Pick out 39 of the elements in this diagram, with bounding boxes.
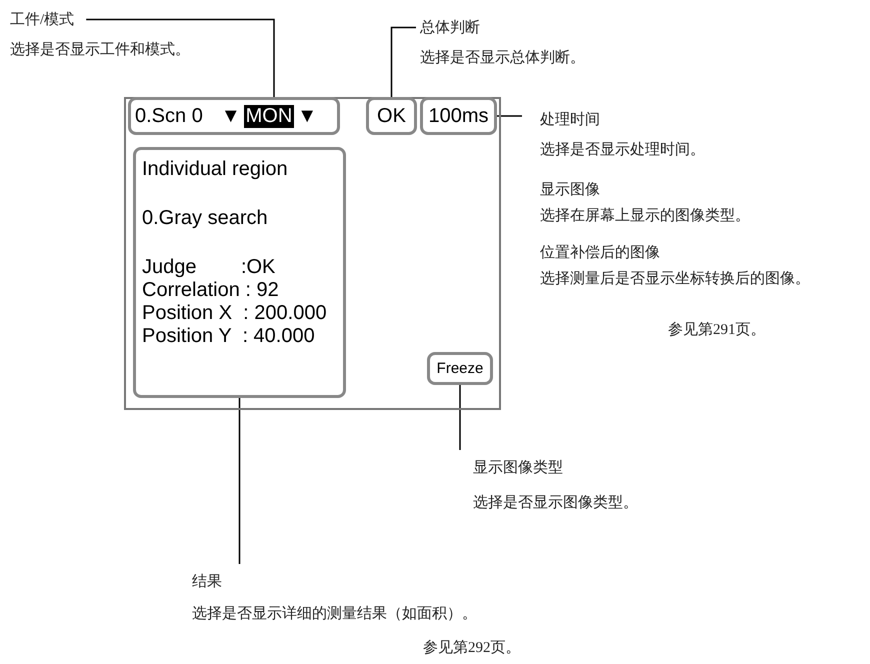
callout-title: 显示图像类型 xyxy=(473,458,563,477)
leader-line xyxy=(497,115,522,117)
freeze-button: Freeze xyxy=(427,352,493,385)
status-text: OK xyxy=(377,104,406,128)
label-heading: 参见第291页。 xyxy=(668,320,766,339)
scene-selector xyxy=(128,97,340,135)
callout-text: 选择是否显示工件和模式。 xyxy=(10,40,190,59)
note-text: 选择在屏幕上显示的图像类型。 xyxy=(540,206,750,225)
callout-title: 工件/模式 xyxy=(10,10,74,29)
status-field xyxy=(420,97,497,135)
callout-text: 选择是否显示处理时间。 xyxy=(540,140,705,159)
label-heading: 位置补偿后的图像 xyxy=(540,244,660,262)
screen-frame xyxy=(124,97,501,410)
status-text: 100ms xyxy=(428,104,489,128)
result-heading: Individual region xyxy=(142,158,289,181)
status-field xyxy=(366,97,417,135)
note-text: 选择测量后是否显示坐标转换后的图像。 xyxy=(540,270,810,288)
leader-line xyxy=(86,18,275,97)
leader-line xyxy=(459,385,461,450)
callout-title: 总体判断 xyxy=(420,18,480,37)
callout-text: 选择是否显示图像类型。 xyxy=(473,494,638,512)
label-heading: 参见第292页。 xyxy=(423,638,520,657)
leader-line xyxy=(390,26,416,97)
callout-title: 处理时间 xyxy=(540,110,600,129)
callout-title: 结果 xyxy=(192,572,222,591)
callout-text: 选择是否显示详细的测量结果（如面积）。 xyxy=(192,604,477,623)
result-line: Judge :OK xyxy=(142,256,276,279)
result-line: Position Y : 40.000 xyxy=(142,325,316,348)
result-line: Correlation : 92 xyxy=(142,279,280,302)
callout-text: 选择是否显示总体判断。 xyxy=(420,48,585,67)
scene-label: 0.Scn 0 xyxy=(135,104,203,128)
result-line: Position X : 200.000 xyxy=(142,302,328,325)
triangle-marker: ▼ xyxy=(297,104,318,128)
leader-line xyxy=(238,398,240,564)
result-panel xyxy=(133,147,346,398)
triangle-marker: ▼ xyxy=(220,104,241,128)
mode-indicator: MON xyxy=(244,104,294,128)
label-heading: 显示图像 xyxy=(540,181,600,199)
result-heading: 0.Gray search xyxy=(142,207,269,230)
